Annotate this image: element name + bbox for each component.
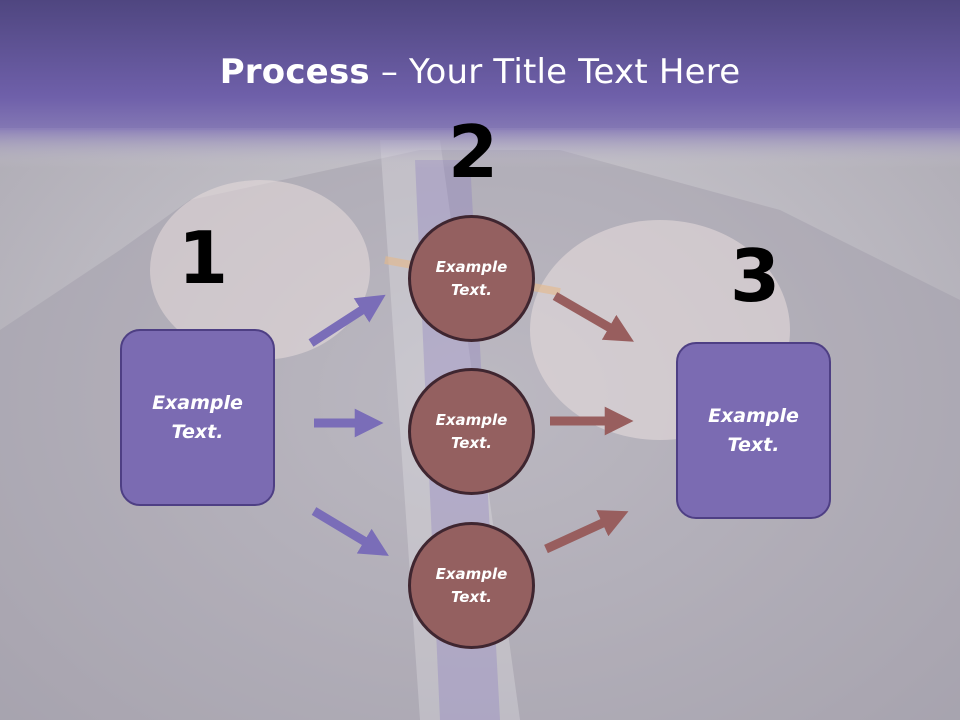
- step-number-2: 2: [448, 110, 499, 194]
- title-rest: – Your Title Text Here: [369, 52, 741, 92]
- circle-top-label: Example Text.: [435, 257, 508, 299]
- slide-title: Process – Your Title Text Here: [0, 52, 960, 92]
- step-number-1: 1: [178, 216, 229, 300]
- circle-bottom: Example Text.: [408, 522, 535, 649]
- arrow-left-down: [311, 507, 389, 556]
- arrow-left-up: [308, 294, 386, 347]
- arrow-right-up: [544, 510, 629, 554]
- step-number-3: 3: [730, 234, 781, 318]
- circle-middle-label: Example Text.: [435, 410, 508, 452]
- step-1-label: Example Text.: [152, 391, 243, 443]
- step-3-box: Example Text.: [676, 342, 831, 519]
- title-bold: Process: [219, 52, 370, 92]
- circle-top: Example Text.: [408, 215, 535, 342]
- step-1-box: Example Text.: [120, 329, 275, 506]
- arrow-right-down: [552, 292, 634, 342]
- step-3-label: Example Text.: [708, 404, 799, 456]
- circle-middle: Example Text.: [408, 368, 535, 495]
- circle-bottom-label: Example Text.: [435, 564, 508, 606]
